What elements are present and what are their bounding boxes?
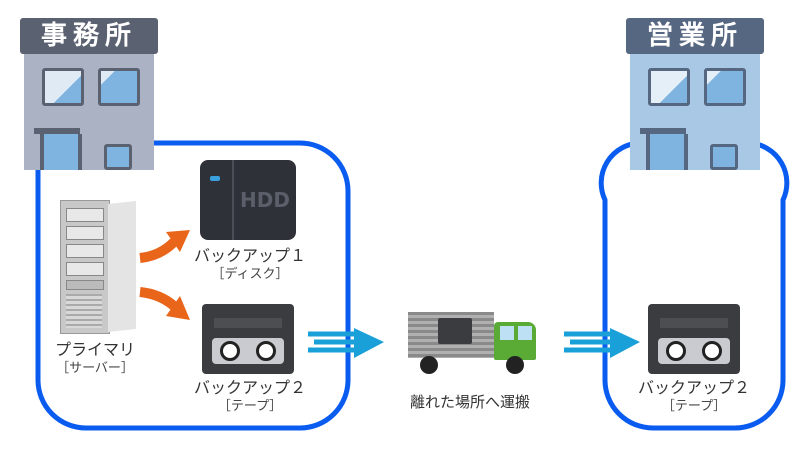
blue-arrow-icon [564,328,640,358]
hdd-label: HDD [240,188,290,212]
orange-arrow-icon [139,287,190,320]
office-sign: 事務所 [20,18,158,54]
window-icon [704,68,746,106]
blue-arrow-icon [308,328,384,358]
branch-sign: 営業所 [626,18,764,54]
window-icon [648,68,690,106]
remote-backup2-type: ［テープ］ [661,399,727,414]
transport-label: 離れた場所へ運搬 [409,393,530,411]
window-icon [98,68,140,106]
door-icon [640,128,688,170]
server-icon [60,200,136,334]
backup1-type: ［ディスク］ [211,267,289,282]
remote-backup2-name: バックアップ２ [637,378,750,397]
window-icon [710,144,738,170]
primary-type: ［サーバー］ [56,361,134,376]
primary-name: プライマリ [54,340,135,359]
window-icon [104,144,132,170]
tape-icon [648,304,740,374]
backup2-name: バックアップ２ [193,378,306,397]
door-icon [34,128,82,170]
tape-icon [202,304,294,374]
office-body [24,54,154,170]
orange-arrow-icon [139,230,190,263]
truck-icon [408,308,538,374]
hdd-icon: HDD [200,160,296,240]
backup1-name: バックアップ１ [193,246,306,265]
office-building: 事務所 [20,18,158,170]
branch-body [630,54,760,170]
branch-building: 営業所 [626,18,764,170]
backup2-type: ［テープ］ [217,399,283,414]
window-icon [42,68,84,106]
